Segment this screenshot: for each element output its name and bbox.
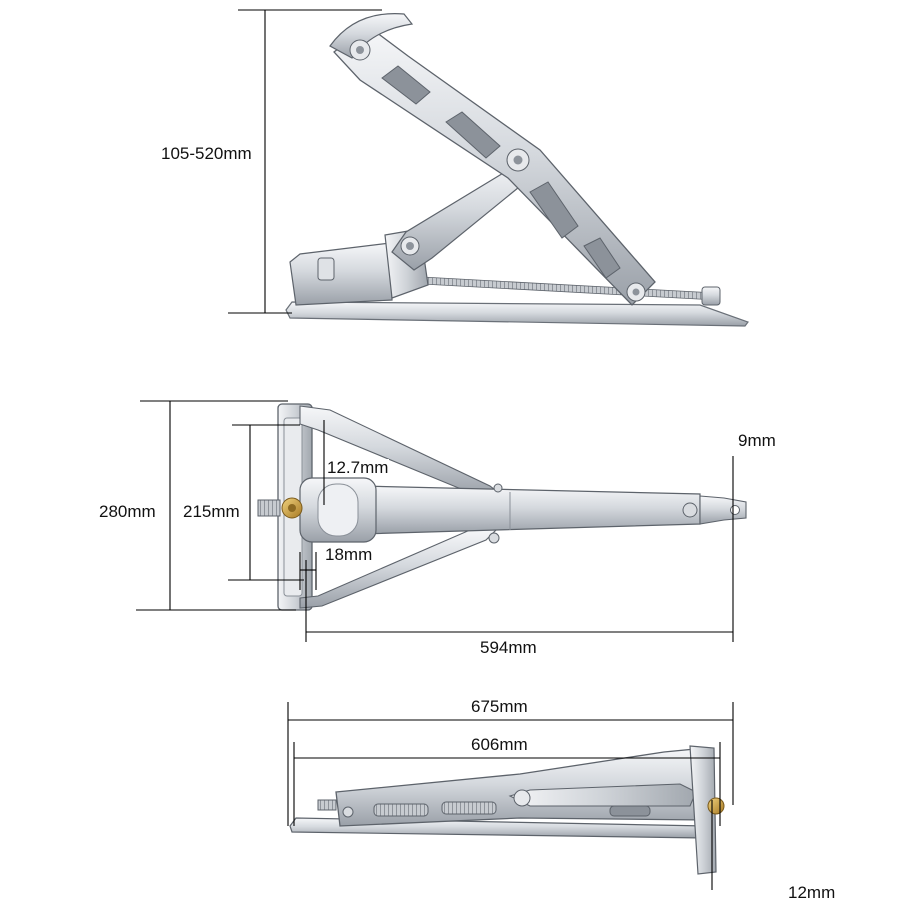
top-view-jack [257, 403, 747, 611]
height-range-label: 105-520mm [160, 144, 253, 163]
top-view-dimension-lines [136, 400, 734, 642]
side-view-jack [285, 13, 749, 327]
length-label: 594mm [479, 638, 538, 657]
folded-end-block [689, 745, 717, 875]
base-width-label: 215mm [182, 502, 241, 521]
thickness-label: 12mm [787, 883, 837, 902]
base-plate [285, 301, 749, 327]
folded-brass-nut [707, 797, 725, 815]
height-dimension [228, 9, 382, 314]
upper-arm [333, 25, 656, 306]
tube-width-label: 18mm [324, 545, 374, 564]
top-saddle [329, 13, 414, 61]
folded-view-dimension-lines [287, 702, 734, 890]
folded-view-jack [289, 745, 725, 875]
top-nose [699, 495, 747, 525]
overall-width-label: 280mm [98, 502, 157, 521]
base-length-label: 606mm [470, 735, 529, 754]
bolt-diameter-label: 12.7mm [326, 458, 390, 477]
hole-diameter-label: 9mm [737, 431, 777, 450]
overall-length-label: 675mm [470, 697, 529, 716]
top-center-beam [359, 485, 701, 535]
